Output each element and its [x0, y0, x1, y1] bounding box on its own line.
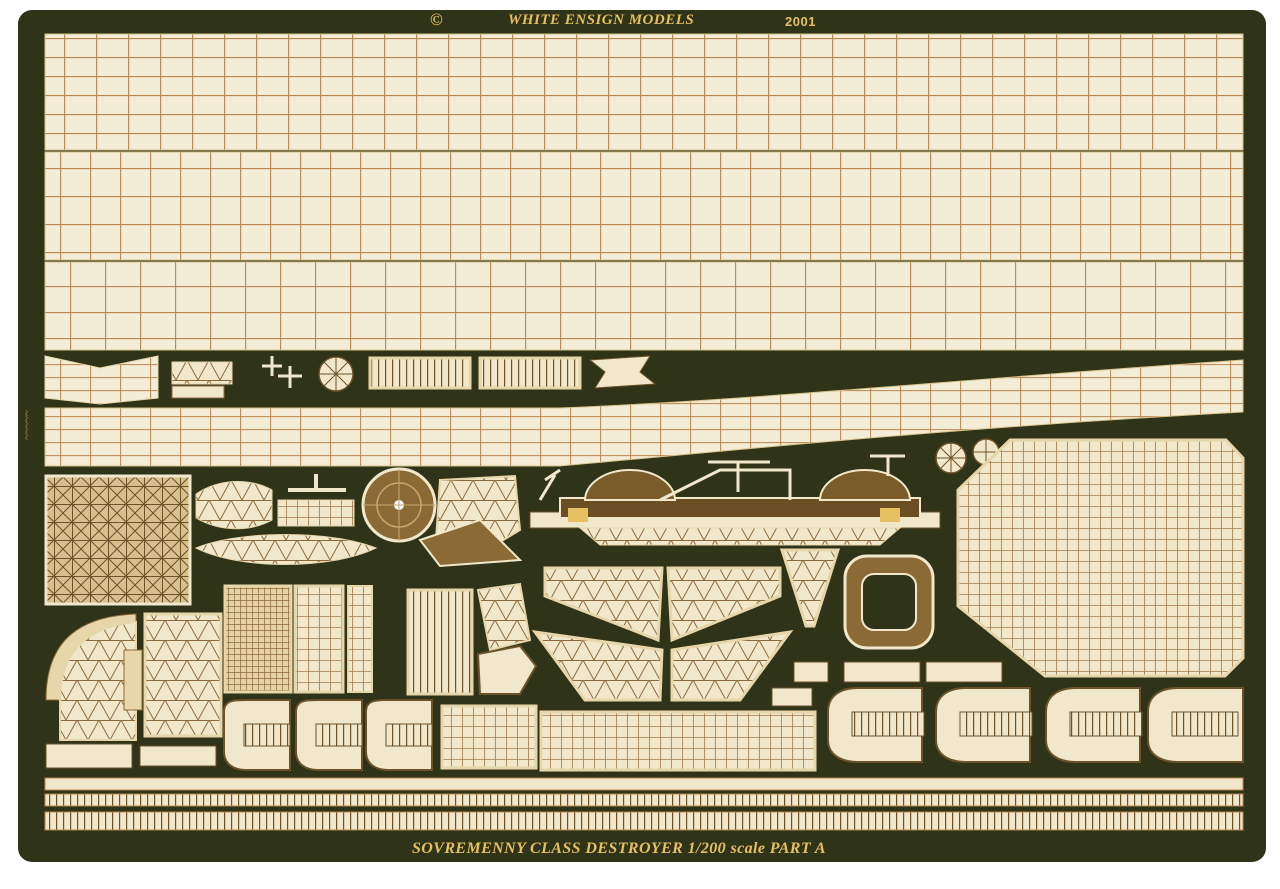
- railing-panel-3: [44, 261, 1244, 351]
- fine-grating-1: [223, 584, 293, 694]
- truss-wings: [531, 566, 794, 702]
- deck-grating: [956, 438, 1245, 678]
- svg-text:~~~~~: ~~~~~: [21, 410, 33, 440]
- curved-railing-strip: [44, 359, 1244, 467]
- funnel-frame: [779, 548, 841, 628]
- hull-parts: [194, 474, 378, 565]
- grating-square: [44, 474, 192, 606]
- fine-grating-2: [293, 584, 345, 694]
- lower-grid-panel: [539, 710, 817, 772]
- hatch-grid-panel: [440, 704, 538, 770]
- small-parts-row: [44, 355, 657, 405]
- superstructure-part: [529, 454, 941, 546]
- round-plate: [361, 467, 437, 543]
- railing-panel-1: [44, 33, 1244, 151]
- railing-panel-2: [44, 151, 1244, 261]
- long-strip-3: [44, 811, 1244, 831]
- ladder-block: [406, 588, 474, 696]
- long-strip-2: [44, 793, 1244, 807]
- curved-frames: [45, 612, 223, 741]
- long-strip-1: [44, 777, 1244, 791]
- ladder-pods: [223, 687, 1244, 771]
